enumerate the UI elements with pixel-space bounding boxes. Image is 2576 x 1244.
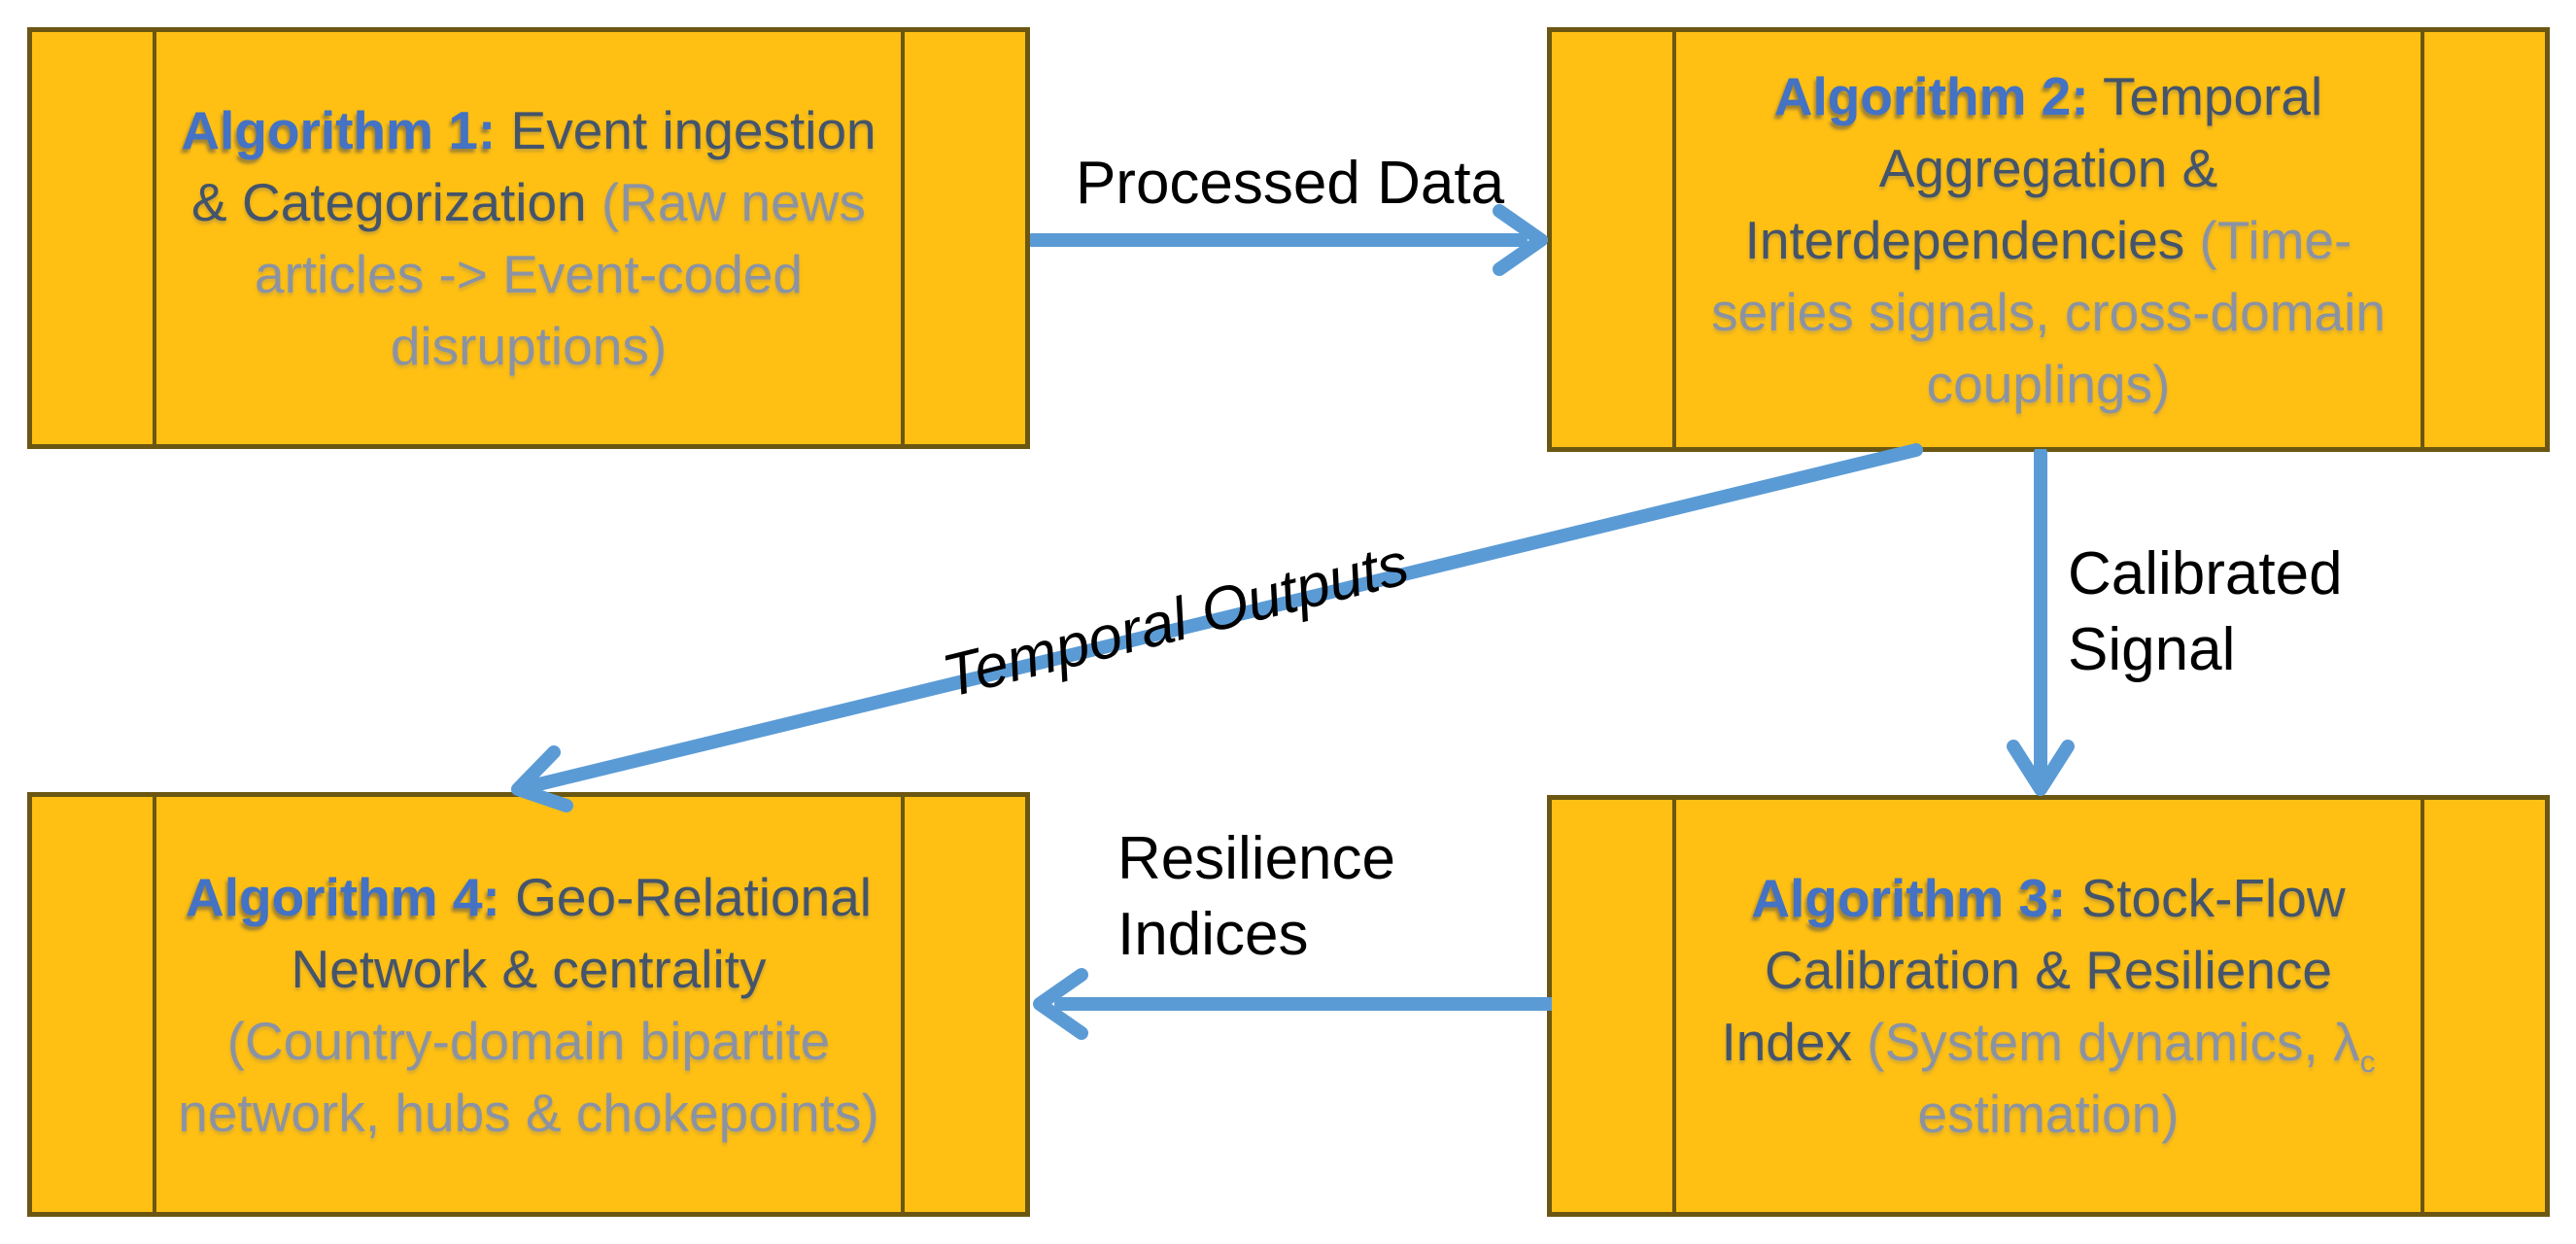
box-subtitle-text: (Time-series signals, cross-domain coupl… [1711,209,2386,414]
box-side-panel-left [32,797,156,1212]
box-side-panel-left [1552,32,1676,447]
algorithm-label: Algorithm 3: [1751,868,2067,928]
box-title-text: Event ingestion & Categorization [191,100,876,232]
algorithm-label: Algorithm 4: [185,866,500,927]
box-title: Algorithm 1: Event ingestion & Categoriz… [174,94,883,382]
box-subtitle-text: (Country-domain bipartite network, hubs … [178,1010,879,1143]
box-content: Algorithm 4: Geo-Relational Network & ce… [156,797,901,1212]
box-side-panel-right [2421,32,2545,447]
algorithm-1-box: Algorithm 1: Event ingestion & Categoriz… [27,27,1030,449]
box-title-text: Stock-Flow Calibration & Resilience Inde… [1721,868,2346,1072]
box-side-panel-left [1552,800,1676,1212]
box-content: Algorithm 3: Stock-Flow Calibration & Re… [1676,800,2421,1212]
box-title-text: Temporal Aggregation & Interdependencies [1744,65,2323,270]
lambda-subscript: c [2359,1044,2376,1079]
arrow-temporal-outputs [511,443,1923,812]
box-content: Algorithm 2: Temporal Aggregation & Inte… [1676,32,2421,447]
arrow-processed-data [1030,204,1548,276]
arrow-label-resilience-indices: Resilience Indices [1117,825,1396,968]
algorithm-3-box: Algorithm 3: Stock-Flow Calibration & Re… [1547,795,2550,1217]
arrow-label-calibrated-signal: Calibrated Signal [2068,540,2343,683]
box-side-panel-right [901,797,1025,1212]
arrow-calibrated-signal [2007,449,2075,796]
box-side-panel-left [32,32,156,444]
box-subtitle-text: (Raw news articles -> Event-coded disrup… [254,172,866,376]
box-title: Algorithm 3: Stock-Flow Calibration & Re… [1694,862,2403,1150]
box-title-text: Geo-Relational Network & centrality [291,866,873,999]
arrow-label-processed-data: Processed Data [1075,150,1505,217]
algorithm-4-box: Algorithm 4: Geo-Relational Network & ce… [27,792,1030,1217]
box-content: Algorithm 1: Event ingestion & Categoriz… [156,32,901,444]
algorithm-2-box: Algorithm 2: Temporal Aggregation & Inte… [1547,27,2550,452]
box-side-panel-right [2421,800,2545,1212]
box-title: Algorithm 2: Temporal Aggregation & Inte… [1694,60,2403,420]
algorithm-label: Algorithm 2: [1773,65,2089,126]
box-side-panel-right [901,32,1025,444]
box-title: Algorithm 4: Geo-Relational Network & ce… [174,861,883,1149]
algorithm-label: Algorithm 1: [181,100,497,160]
arrow-resilience-indices [1033,968,1552,1040]
box-subtitle-text: (System dynamics, λc estimation) [1867,1012,2376,1144]
